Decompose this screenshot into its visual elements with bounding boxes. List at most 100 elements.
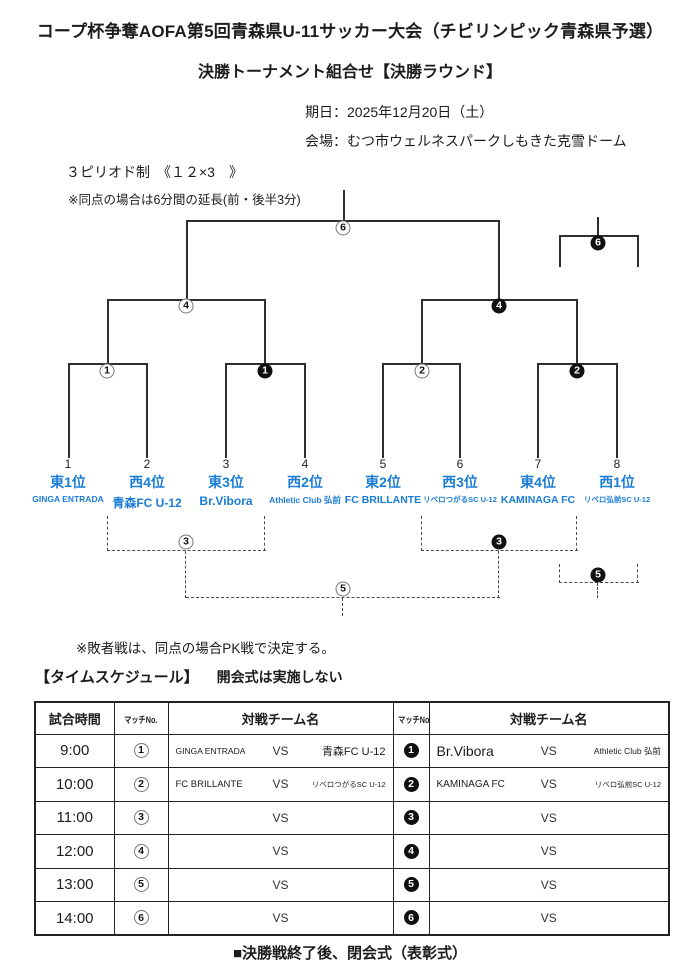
vs-label: VS — [272, 911, 289, 925]
team-slot: 8 西1位 リベロ弘前SC U-12 — [551, 457, 683, 505]
schedule-row: 9:00 1 GINGA ENTRADA VS 青森FC U-12 1 Br.V… — [34, 733, 670, 768]
team-slot: 3 東3位 Br.Vibora — [160, 457, 292, 508]
matchup-cell: FC BRILLANTE VS リベロつがるSC U-12 — [167, 767, 394, 802]
match-no-cell: 6 — [392, 901, 430, 936]
schedule-row: 10:00 2 FC BRILLANTE VS リベロつがるSC U-12 2 … — [34, 767, 670, 802]
consolation-line — [576, 516, 577, 551]
team-seed-number: 6 — [456, 457, 464, 471]
vs-label: VS — [540, 844, 557, 859]
vs-label: VS — [272, 777, 289, 792]
consolation-line — [186, 597, 500, 598]
consolation-line — [498, 551, 499, 598]
vs-label: VS — [540, 911, 557, 925]
bracket-line — [576, 299, 578, 364]
bracket-team-line — [225, 363, 227, 458]
col-header-teams: 対戦チーム名 — [428, 701, 670, 735]
match-number-badge: 4 — [403, 843, 419, 859]
match-number-badge: 2 — [133, 776, 149, 792]
match-number-badge: 3 — [403, 810, 419, 826]
team-name: 青森FC U-12 — [112, 496, 182, 510]
bracket-team-line — [304, 363, 306, 458]
match-number-badge: 6 — [403, 910, 419, 926]
match-number-badge: 1 — [403, 743, 419, 759]
time-cell: 9:00 — [34, 733, 115, 768]
away-team: リベロつがるSC U-12 — [311, 779, 386, 789]
matchup-cell: VS — [428, 867, 670, 902]
time-cell: 10:00 — [34, 767, 115, 802]
team-name: リベロつがるSC U-12 — [423, 495, 497, 504]
team-rank-label: 東1位 — [50, 474, 86, 490]
match-no-cell: 3 — [392, 800, 430, 835]
schedule-row: 11:00 3 VS 3 VS — [34, 800, 670, 835]
team-slot: 6 西3位 リベロつがるSC U-12 — [394, 457, 526, 505]
venue-line: 会場：むつ市ウェルネスパークしもきた克雪ドーム — [305, 133, 627, 149]
team-seed-number: 1 — [64, 457, 72, 471]
col-header-teams: 対戦チーム名 — [167, 701, 394, 735]
team-rank-label: 西1位 — [599, 474, 635, 490]
team-slot: 2 西4位 青森FC U-12 — [81, 457, 213, 511]
team-seed-number: 8 — [613, 457, 621, 471]
match-no-cell: 6 — [113, 901, 169, 936]
col-header-match-no: マッチNo. — [392, 701, 430, 735]
match-number-badge: 6 — [133, 910, 149, 926]
schedule-heading-note: 開会式は実施しない — [216, 669, 343, 685]
col-header-time: 試合時間 — [34, 701, 115, 735]
match-no-cell: 5 — [113, 867, 169, 902]
bracket-team-line — [616, 363, 618, 458]
match-number-badge: 5 — [590, 567, 606, 583]
vs-label: VS — [540, 877, 557, 892]
team-seed-number: 7 — [534, 457, 542, 471]
match-no-cell: 4 — [392, 834, 430, 869]
format-line: ３ピリオド制 《１２×3 》 — [66, 164, 243, 180]
away-team: 青森FC U-12 — [321, 745, 386, 758]
vs-label: VS — [540, 743, 557, 758]
team-rank-label: 西3位 — [442, 474, 478, 490]
overtime-note: ※同点の場合は6分間の延長(前・後半3分) — [68, 193, 301, 207]
consolation-line — [342, 598, 343, 616]
bracket-team-line — [382, 363, 384, 458]
team-name: Br.Vibora — [199, 494, 253, 508]
match-number-badge: 4 — [178, 298, 194, 314]
schedule-row: 13:00 5 VS 5 VS — [34, 867, 670, 902]
match-number-badge: 2 — [403, 776, 419, 792]
team-seed-number: 3 — [222, 457, 230, 471]
matchup-cell: VS — [167, 901, 394, 936]
schedule-heading-title: 【タイムスケジュール】 — [35, 669, 199, 686]
bracket-line — [597, 217, 599, 236]
schedule-row: 14:00 6 VS 6 VS — [34, 901, 670, 936]
match-no-cell: 2 — [392, 767, 430, 802]
vs-label: VS — [272, 877, 289, 892]
schedule-table: 試合時間 マッチNo. 対戦チーム名 マッチNo. 対戦チーム名 9:00 1 … — [34, 701, 670, 936]
bracket-line — [498, 220, 500, 300]
vs-label: VS — [272, 844, 289, 859]
vs-label: VS — [272, 810, 289, 825]
bracket-line — [559, 235, 561, 267]
home-team: Br.Vibora — [436, 742, 494, 759]
team-name: GINGA ENTRADA — [32, 494, 104, 504]
matchup-cell: VS — [428, 800, 670, 835]
time-cell: 11:00 — [34, 800, 115, 835]
date-line: 期日：2025年12月20日（土） — [305, 104, 494, 120]
vs-label: VS — [540, 810, 557, 825]
col-header-match-no: マッチNo. — [113, 701, 169, 735]
consolation-line — [421, 550, 578, 551]
match-no-cell: 2 — [113, 767, 169, 802]
bracket-team-line — [68, 363, 70, 458]
team-name: KAMINAGA FC — [500, 494, 576, 506]
team-rank-label: 東3位 — [208, 474, 244, 490]
match-number-badge: 4 — [491, 298, 507, 314]
away-team: リベロ弘前SC U-12 — [594, 779, 661, 789]
vs-label: VS — [540, 777, 557, 792]
team-rank-label: 東4位 — [520, 474, 556, 490]
bracket-team-line — [146, 363, 148, 458]
consolation-line — [107, 516, 108, 551]
match-no-cell: 1 — [113, 733, 169, 768]
match-number-badge: 2 — [569, 363, 585, 379]
match-no-cell: 3 — [113, 800, 169, 835]
bracket-line — [637, 235, 639, 267]
time-cell: 13:00 — [34, 867, 115, 902]
match-number-badge: 3 — [491, 534, 507, 550]
bracket-team-line — [537, 363, 539, 458]
team-name: リベロ弘前SC U-12 — [583, 495, 651, 504]
